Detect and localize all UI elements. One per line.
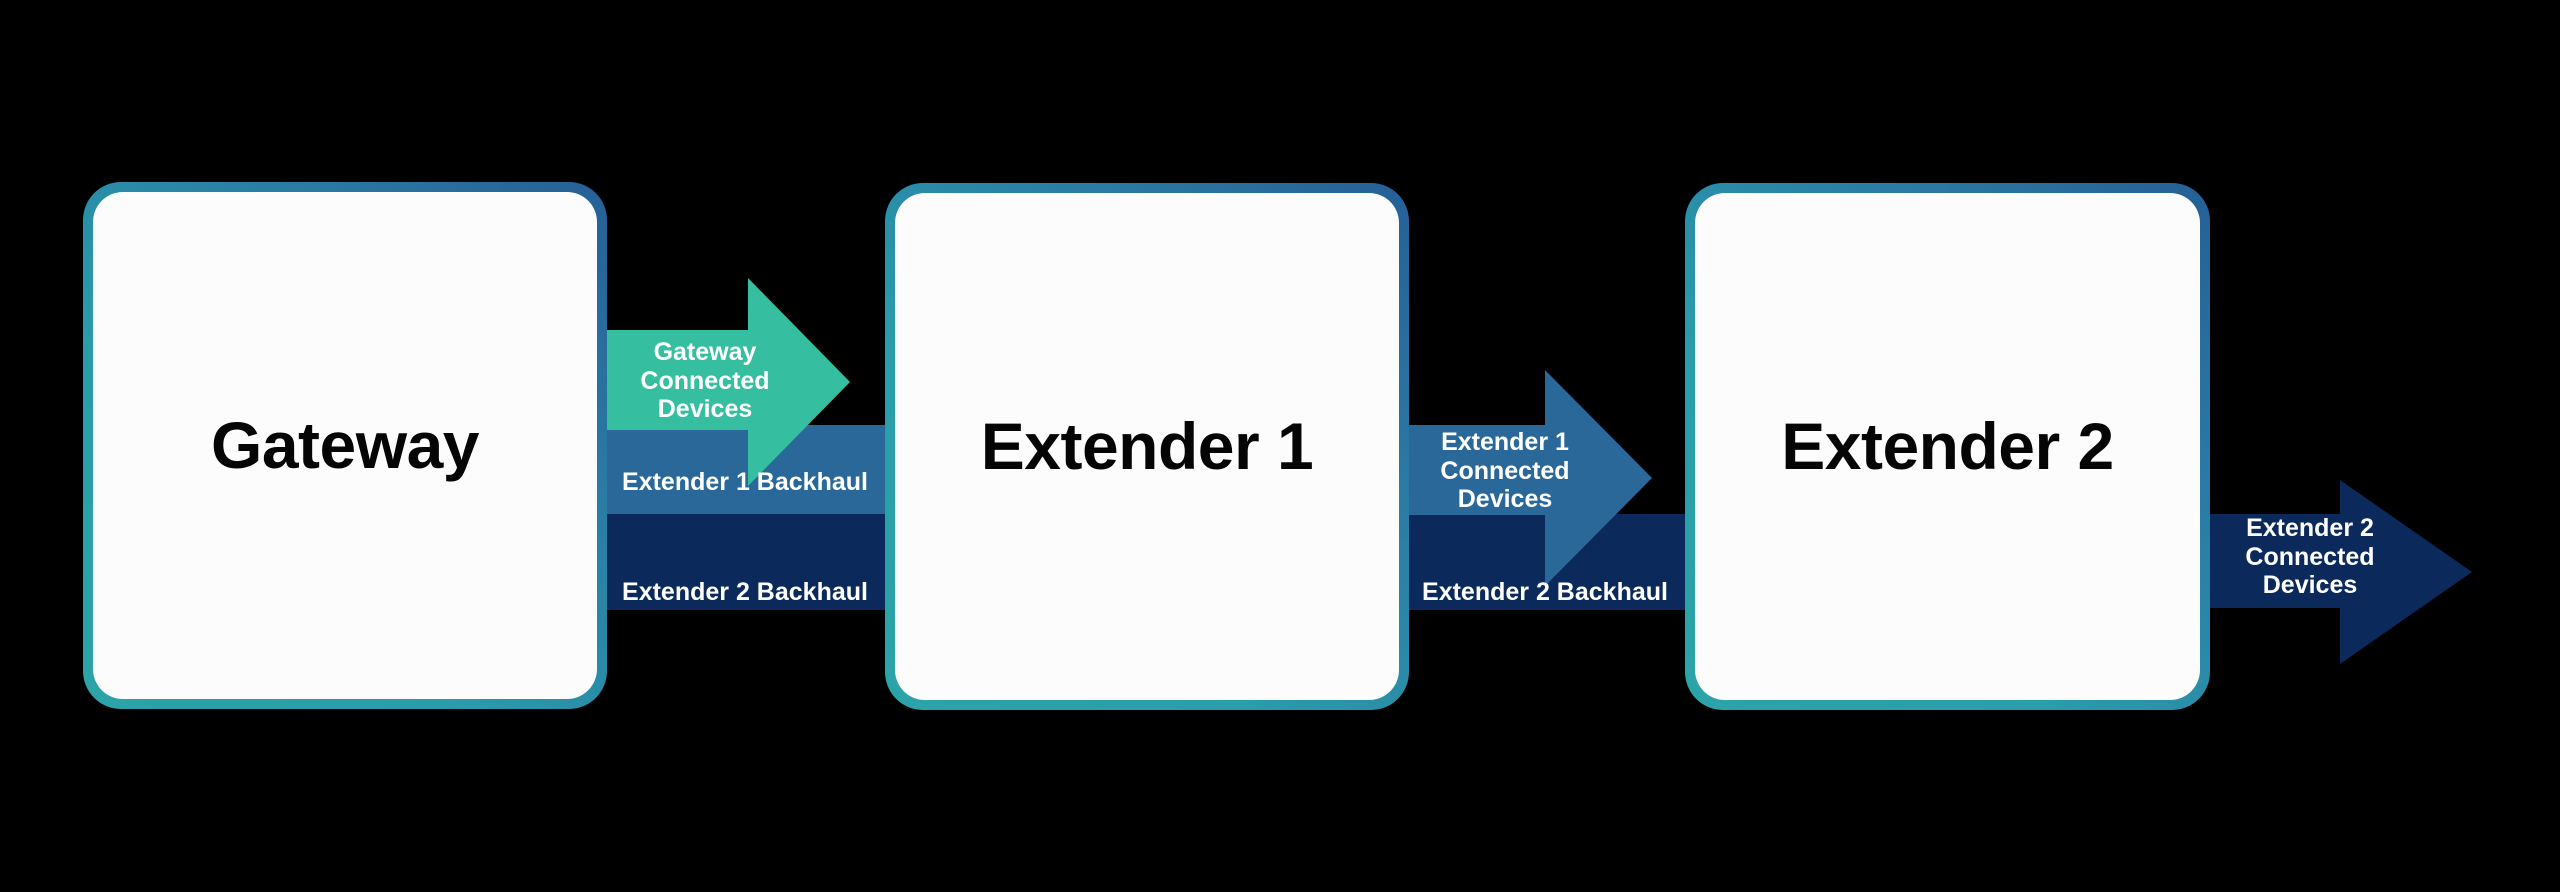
node-extender-2-body: Extender 2 — [1695, 193, 2200, 700]
node-extender-1-body: Extender 1 — [895, 193, 1399, 700]
node-extender-2[interactable]: Extender 2 — [1685, 183, 2210, 710]
node-extender-1[interactable]: Extender 1 — [885, 183, 1409, 710]
node-gateway[interactable]: Gateway — [83, 182, 607, 709]
node-extender-2-label: Extender 2 — [1781, 408, 2114, 483]
node-gateway-body: Gateway — [93, 192, 597, 699]
node-gateway-label: Gateway — [211, 407, 479, 482]
flow-arrow-gateway-connected-devices — [600, 278, 850, 486]
flow-arrow-extender-2-connected-devices — [2200, 480, 2472, 664]
node-extender-1-label: Extender 1 — [980, 408, 1314, 483]
flow-arrow-extender-1-connected-devices — [1400, 370, 1652, 586]
